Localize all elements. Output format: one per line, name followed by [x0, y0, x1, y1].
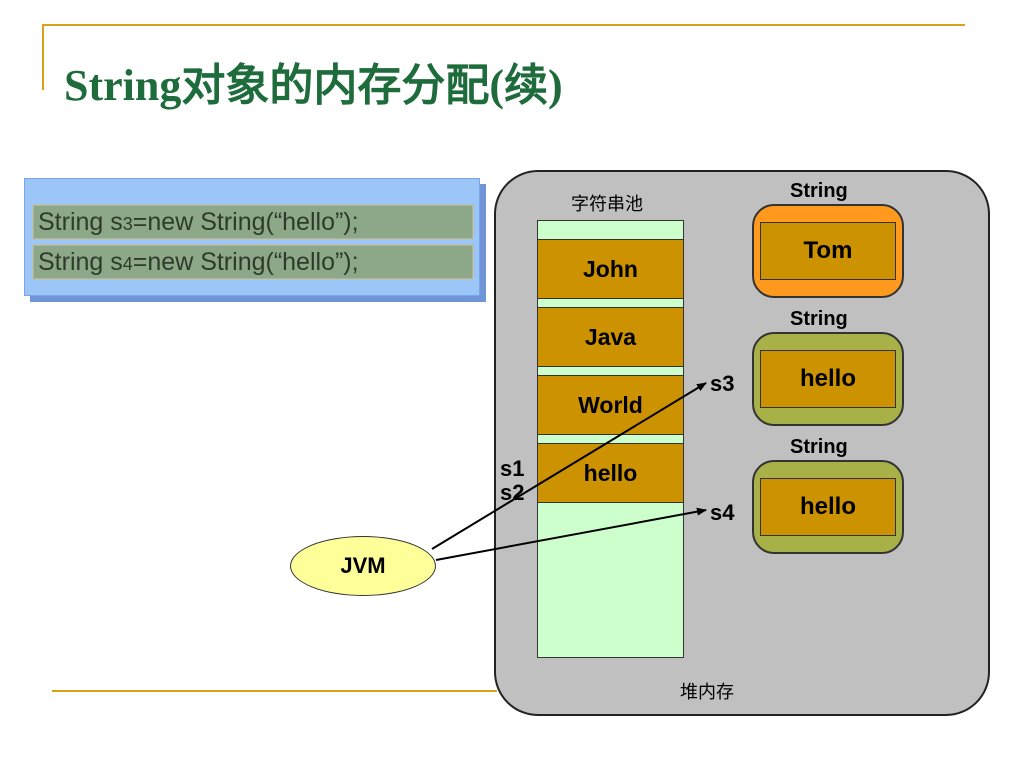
jvm-node: JVM: [290, 536, 436, 596]
string-object-s3-value: hello: [760, 350, 896, 408]
ref-label-s4: s4: [710, 500, 735, 525]
code-box: String s3=new String(“hello”); String s4…: [24, 178, 480, 296]
string-object-s4: hello: [752, 460, 904, 554]
code-line-s4-prefix: String s: [38, 248, 123, 276]
top-rule: [42, 24, 965, 26]
string-object-s4-value: hello: [760, 478, 896, 536]
code-line-s3-suffix: =new String(“hello”);: [132, 208, 359, 236]
code-line-s4-suffix: =new String(“hello”);: [132, 248, 359, 276]
string-object-tom-value: Tom: [760, 222, 896, 280]
slide-title: String对象的内存分配(续): [64, 61, 563, 110]
string-object-tom: Tom: [752, 204, 904, 298]
arrow-jvm-to-s4: [435, 507, 707, 561]
ref-label-s1: s1: [500, 456, 525, 481]
object-type-label-s4: String: [790, 436, 848, 458]
pool-cell-hello: hello: [537, 443, 684, 503]
string-pool-label: 字符串池: [571, 194, 643, 214]
code-line-s4-number: 4: [122, 254, 133, 274]
arrow-jvm-to-s3: [431, 382, 707, 550]
bottom-rule: [52, 690, 497, 692]
left-rule: [42, 24, 44, 90]
pool-cell-john: John: [537, 239, 684, 299]
ref-label-s2: s2: [500, 480, 525, 505]
string-object-s3: hello: [752, 332, 904, 426]
pool-cell-java: Java: [537, 307, 684, 367]
code-line-s4: String s4=new String(“hello”);: [33, 245, 473, 279]
heap-memory-label: 堆内存: [680, 682, 734, 702]
pool-cell-world: World: [537, 375, 684, 435]
code-line-s3: String s3=new String(“hello”);: [33, 205, 473, 239]
code-line-s3-number: 3: [122, 214, 133, 234]
code-line-s3-prefix: String s: [38, 208, 123, 236]
object-type-label-tom: String: [790, 180, 848, 202]
object-type-label-s3: String: [790, 308, 848, 330]
ref-label-s3: s3: [710, 371, 735, 396]
